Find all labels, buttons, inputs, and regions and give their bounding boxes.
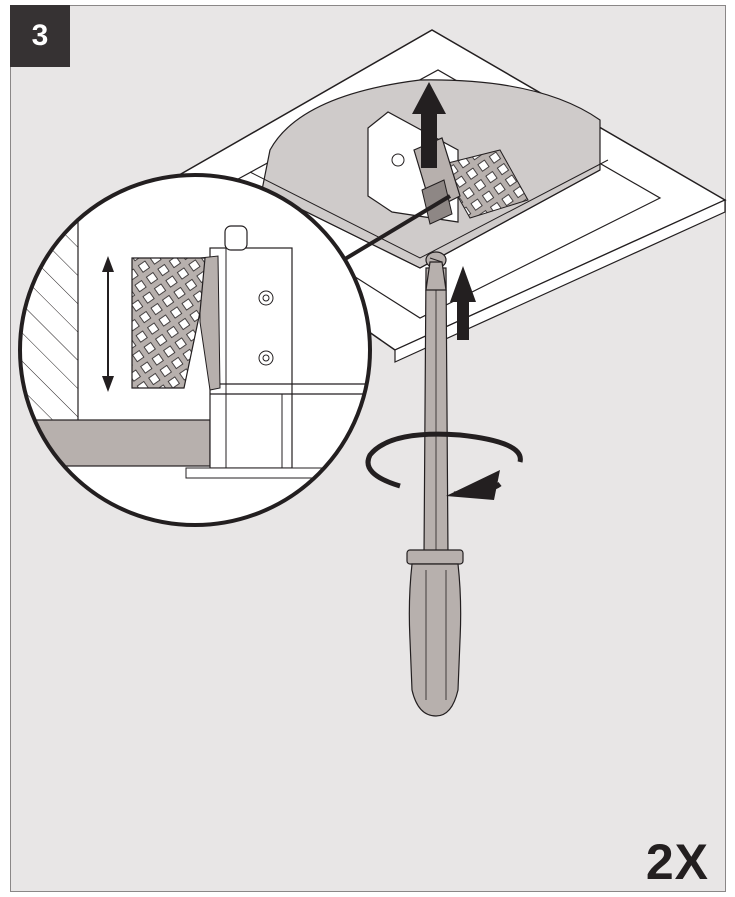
push-up-arrow-icon xyxy=(450,266,476,340)
double-arrow-icon xyxy=(102,256,114,392)
zoom-leader-line xyxy=(338,194,452,264)
quantity-label: 2X xyxy=(645,834,709,890)
step-number-badge: 3 xyxy=(10,5,70,67)
up-arrow-icon xyxy=(412,82,446,168)
rotate-arrow-icon xyxy=(365,431,523,500)
screwdriver-icon xyxy=(406,261,464,717)
